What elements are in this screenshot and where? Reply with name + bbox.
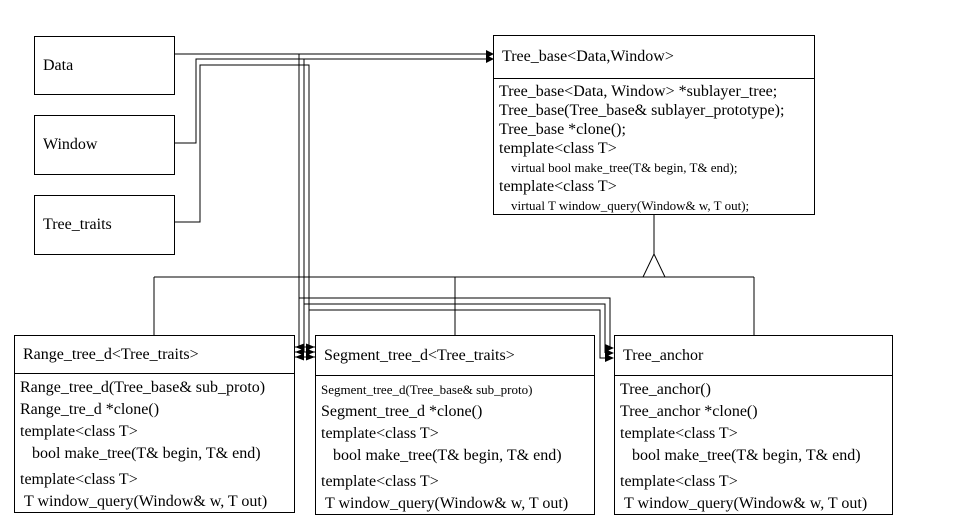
class-title-tree-base: Tree_base<Data,Window> [494, 36, 814, 79]
member-line: T window_query(Window& w, T out) [325, 495, 569, 512]
member-line: Segment_tree_d *clone() [321, 403, 483, 420]
arrowhead-icon [295, 343, 304, 351]
param-box-tree-traits: Tree_traits [34, 195, 175, 255]
member-line: template<class T> [620, 473, 738, 490]
class-title-segment-tree-d: Segment_tree_d<Tree_traits> [316, 336, 594, 376]
class-title-tree-anchor: Tree_anchor [615, 336, 892, 376]
member-line: bool make_tree(T& begin, T& end) [632, 447, 861, 464]
member-line: Tree_base(Tree_base& sublayer_prototype)… [499, 102, 785, 119]
arrowhead-icon [295, 353, 304, 361]
param-box-tree-traits-label: Tree_traits [43, 216, 112, 233]
member-line: Tree_base *clone(); [499, 121, 626, 138]
member-line: virtual T window_query(Window& w, T out)… [511, 198, 750, 213]
class-members-range-tree-d: Range_tree_d(Tree_base& sub_proto) Range… [15, 374, 294, 513]
class-members-tree-anchor: Tree_anchor() Tree_anchor *clone() templ… [615, 376, 892, 515]
member-line: template<class T> [620, 425, 738, 442]
param-box-data-label: Data [43, 56, 74, 74]
member-line: Tree_anchor *clone() [620, 403, 758, 420]
member-line: virtual bool make_tree(T& begin, T& end)… [511, 160, 738, 175]
class-members-segment-tree-d: Segment_tree_d(Tree_base& sub_proto) Seg… [316, 376, 594, 515]
member-line: bool make_tree(T& begin, T& end) [333, 447, 562, 464]
member-line: T window_query(Window& w, T out) [624, 495, 868, 512]
arrowhead-icon [605, 349, 614, 357]
arrowhead-icon [605, 344, 614, 352]
member-line: template<class T> [499, 140, 617, 157]
generalization-triangle-icon [642, 252, 666, 278]
param-box-window: Window [34, 115, 175, 175]
arrowhead-icon [605, 354, 614, 362]
class-box-tree-base: Tree_base<Data,Window> Tree_base<Data, W… [493, 35, 815, 215]
class-title-range-tree-d: Range_tree_d<Tree_traits> [15, 336, 294, 374]
member-line: template<class T> [321, 473, 439, 490]
arrowhead-icon [295, 348, 304, 356]
member-line: Tree_anchor() [620, 381, 711, 398]
dependency-line-window [175, 58, 486, 144]
member-line: template<class T> [20, 423, 138, 440]
arrowhead-icon [306, 353, 315, 361]
param-box-data: Data [34, 36, 175, 95]
member-line: Tree_base<Data, Window> *sublayer_tree; [499, 83, 778, 100]
class-box-range-tree-d: Range_tree_d<Tree_traits> Range_tree_d(T… [14, 335, 295, 513]
arrowhead-icon [306, 343, 315, 351]
class-box-segment-tree-d: Segment_tree_d<Tree_traits> Segment_tree… [315, 335, 595, 515]
member-line: Segment_tree_d(Tree_base& sub_proto) [321, 382, 533, 397]
member-line: bool make_tree(T& begin, T& end) [32, 445, 261, 462]
arrowhead-icon [306, 348, 315, 356]
member-line: template<class T> [321, 425, 439, 442]
class-box-tree-anchor: Tree_anchor Tree_anchor() Tree_anchor *c… [614, 335, 893, 515]
member-line: template<class T> [499, 178, 617, 195]
param-box-window-label: Window [43, 136, 98, 153]
dependency-line-tree-traits [175, 64, 310, 357]
member-line: Range_tre_d *clone() [20, 401, 160, 418]
class-members-tree-base: Tree_base<Data, Window> *sublayer_tree; … [494, 79, 814, 215]
member-line: template<class T> [20, 471, 138, 488]
member-line: Range_tree_d(Tree_base& sub_proto) [20, 379, 266, 396]
member-line: T window_query(Window& w, T out) [24, 493, 268, 510]
